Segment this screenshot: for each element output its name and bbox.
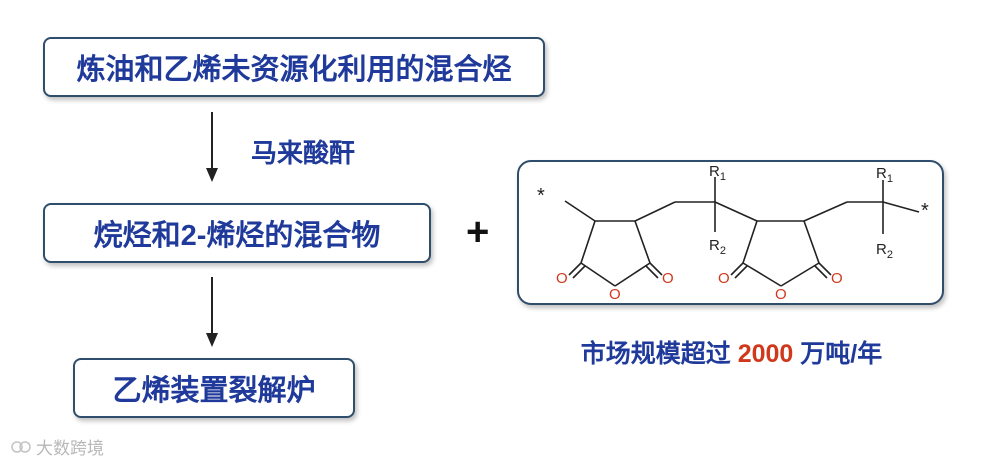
r2-sub-a: 2 — [720, 245, 726, 257]
reagent-label: 马来酸酐 — [251, 138, 356, 168]
caption-value: 2000 — [737, 340, 794, 368]
structure-bonds — [564, 177, 920, 287]
market-size-caption: 市场规模超过 2000 万吨/年 — [519, 334, 944, 370]
r2-sub-b: 2 — [887, 249, 893, 261]
end-group-left: * — [537, 185, 545, 207]
r2-label-a: R — [709, 237, 720, 254]
r1-sub-b: 1 — [887, 173, 893, 185]
step-box-cracking-furnace: 乙烯装置裂解炉 — [73, 358, 355, 418]
plus-sign: + — [466, 210, 490, 254]
oxygen-5: O — [775, 286, 787, 303]
step-label-alkane-olefin-mixture: 烷烃和2-烯烃的混合物 — [93, 220, 381, 252]
watermark: 大数跨境 — [10, 434, 104, 459]
svg-text:R1: R1 — [876, 165, 893, 185]
r1-label-b: R — [876, 165, 887, 182]
watermark-logo-icon — [11, 440, 31, 453]
oxygen-2: O — [609, 286, 621, 303]
down-arrow-2 — [206, 277, 218, 347]
step-box-mixed-hydrocarbons: 炼油和乙烯未资源化利用的混合烃 — [43, 37, 545, 97]
r2-label-b: R — [876, 241, 887, 258]
polymer-structure-diagram: * * R1 R2 R1 R2 O O O O O O — [537, 163, 929, 303]
oxygen-3: O — [662, 270, 674, 287]
oxygen-1: O — [556, 270, 568, 287]
svg-text:R2: R2 — [876, 241, 893, 261]
oxygen-labels: O O O O O O — [556, 270, 843, 303]
step-box-alkane-olefin-mixture: 烷烃和2-烯烃的混合物 — [43, 203, 431, 263]
svg-text:R1: R1 — [709, 163, 726, 183]
r1-sub-a: 1 — [720, 171, 726, 183]
down-arrow-1 — [206, 112, 218, 182]
step-label-mixed-hydrocarbons: 炼油和乙烯未资源化利用的混合烃 — [76, 54, 512, 86]
oxygen-4: O — [718, 270, 730, 287]
watermark-text: 大数跨境 — [36, 439, 104, 458]
caption-prefix: 市场规模超过 — [580, 340, 731, 368]
caption-suffix: 万吨/年 — [800, 340, 883, 368]
step-label-cracking-furnace: 乙烯装置裂解炉 — [112, 375, 316, 407]
end-group-right: * — [921, 200, 929, 222]
polymer-structure-box: * * R1 R2 R1 R2 O O O O O O — [517, 160, 944, 305]
oxygen-6: O — [831, 270, 843, 287]
r1-label-a: R — [709, 163, 720, 180]
svg-text:R2: R2 — [709, 237, 726, 257]
structure-labels: * * R1 R2 R1 R2 — [537, 163, 929, 261]
